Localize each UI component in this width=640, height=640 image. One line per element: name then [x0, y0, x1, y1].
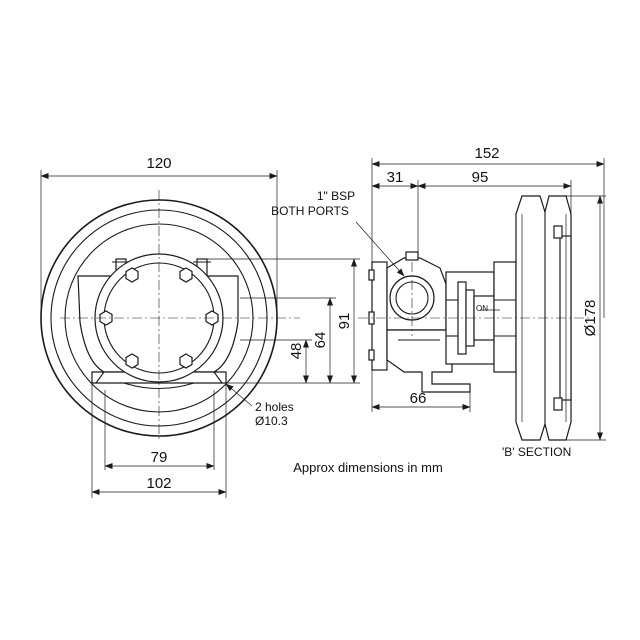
holes-note-line1: 2 holes: [255, 400, 294, 414]
dimension-lines: [40, 158, 606, 498]
bolt-hex-icon: [125, 353, 139, 369]
dim-label-31: 31: [387, 169, 404, 186]
ports-note-line2: BOTH PORTS: [271, 204, 349, 218]
dim-label-66: 66: [410, 390, 427, 407]
bolt-hex-icon: [125, 267, 139, 283]
dim-label-48: 48: [288, 343, 305, 360]
on-label: ON: [476, 304, 488, 313]
dim-label-95: 95: [472, 169, 489, 186]
dim-label-dia-178: Ø178: [582, 300, 599, 337]
dim-label-102: 102: [146, 475, 171, 492]
front-view: [40, 190, 300, 440]
section-label: 'B' SECTION: [502, 445, 571, 459]
side-view: [358, 195, 590, 441]
dim-label-91: 91: [336, 313, 353, 330]
dim-label-64: 64: [312, 332, 329, 349]
clutch-body: [493, 261, 517, 373]
dimension-labels: 120 152 31 95 66 79 102 48 64 91 Ø178: [146, 145, 599, 492]
ports-note-line1: 1" BSP: [317, 189, 355, 203]
annotation-notes: 1" BSP BOTH PORTS 2 holes Ø10.3 ON 'B' S…: [255, 189, 571, 475]
caption: Approx dimensions in mm: [293, 460, 443, 475]
bolt-hex-icon: [179, 267, 193, 283]
dim-label-120: 120: [146, 155, 171, 172]
dim-label-79: 79: [151, 449, 168, 466]
dim-label-152: 152: [474, 145, 499, 162]
bolt-hex-icon: [179, 353, 193, 369]
holes-note-line2: Ø10.3: [255, 414, 288, 428]
